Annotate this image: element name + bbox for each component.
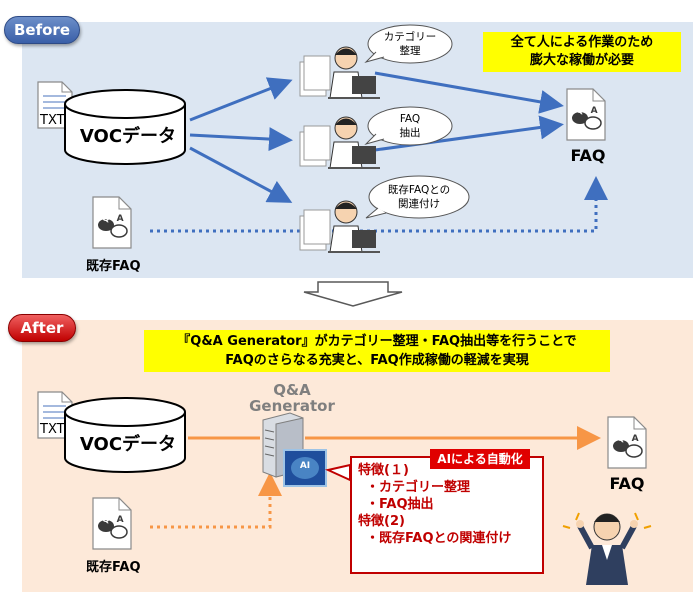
arrow-to-worker-3 bbox=[189, 146, 293, 203]
after-tag: After bbox=[8, 314, 76, 342]
faq-label: FAQ bbox=[570, 146, 606, 165]
feature-1-item-1: ・カテゴリー整理 bbox=[366, 480, 471, 495]
bubble-1-line-1: カテゴリー bbox=[383, 31, 437, 43]
faq-qa-text: QA bbox=[569, 106, 608, 116]
feature-1-item-2: ・FAQ抽出 bbox=[366, 497, 434, 512]
bubble-2-line-1: FAQ bbox=[399, 113, 421, 125]
existing-faq-label: 既存FAQ bbox=[86, 259, 141, 274]
faq-after-qa-text: QA bbox=[610, 434, 649, 444]
transition-arrow-icon bbox=[303, 281, 403, 307]
dotted-arrow-existing-faq-after bbox=[150, 472, 282, 529]
feature-2-heading: 特徴(2) bbox=[358, 514, 405, 529]
worker-illustration-1 bbox=[299, 46, 380, 99]
bubble-1-line-2: 整理 bbox=[399, 45, 421, 57]
product-name-line-2: Generator bbox=[249, 397, 335, 415]
voc-database-icon-after bbox=[64, 397, 186, 473]
faq-label-after: FAQ bbox=[609, 474, 645, 493]
speech-bubble-2 bbox=[364, 106, 453, 146]
bubble-1-text: カテゴリー 整理 bbox=[370, 30, 450, 58]
txt-label: TXT bbox=[40, 113, 65, 128]
txt-label-after: TXT bbox=[40, 422, 65, 437]
arrow-to-worker-2 bbox=[189, 127, 293, 152]
voc-database-icon bbox=[64, 89, 186, 165]
after-headline-line-1: 『Q&A Generator』がカテゴリー整理・FAQ抽出等を行うことで bbox=[177, 334, 577, 349]
before-tag: Before bbox=[4, 16, 80, 44]
voc-data-label: VOCデータ bbox=[79, 126, 177, 147]
dotted-arrow-existing-faq bbox=[150, 176, 608, 233]
existing-faq-after-qa-text: QA bbox=[95, 515, 134, 525]
txt-document-icon bbox=[37, 81, 73, 129]
before-headline-line-2: 膨大な稼働が必要 bbox=[529, 53, 634, 68]
faq-document-icon bbox=[566, 88, 606, 141]
ai-automation-badge: AIによる自動化 bbox=[430, 449, 530, 469]
existing-faq-after-q-letter: Q bbox=[102, 515, 117, 525]
bubble-3-line-1: 既存FAQとの bbox=[387, 184, 451, 196]
bubble-2-text: FAQ 抽出 bbox=[370, 112, 450, 140]
faq-after-q-letter: Q bbox=[617, 434, 632, 444]
worker-illustration-2 bbox=[299, 116, 380, 169]
arrow-worker-2-faq bbox=[374, 115, 564, 152]
before-headline-line-1: 全て人による作業のため bbox=[510, 35, 654, 50]
existing-faq-qa-text: QA bbox=[95, 214, 134, 224]
after-headline-line-2: FAQのさらなる充実と、FAQ作成稼働の軽減を実現 bbox=[225, 353, 529, 368]
feature-1-heading: 特徴(１) bbox=[358, 463, 409, 478]
voc-data-label-after: VOCデータ bbox=[79, 434, 177, 455]
faq-document-icon-after bbox=[607, 416, 647, 469]
bubble-2-line-2: 抽出 bbox=[399, 127, 421, 139]
features-callout bbox=[350, 456, 544, 574]
features-list: 特徴(１) ・カテゴリー整理 ・FAQ抽出 特徴(2) ・既存FAQとの関連付け bbox=[358, 462, 511, 547]
product-name-line-1: Q&A bbox=[273, 381, 311, 399]
existing-faq-label-after: 既存FAQ bbox=[86, 560, 141, 575]
after-headline: 『Q&A Generator』がカテゴリー整理・FAQ抽出等を行うことで FAQ… bbox=[144, 330, 610, 372]
before-headline: 全て人による作業のため 膨大な稼働が必要 bbox=[483, 32, 681, 72]
worker-illustration-3 bbox=[299, 200, 380, 253]
faq-a-letter: A bbox=[590, 106, 605, 116]
speech-bubble-3 bbox=[365, 175, 470, 219]
existing-faq-a-letter: A bbox=[116, 214, 131, 224]
bubble-3-text: 既存FAQとの 関連付け bbox=[369, 183, 469, 211]
callout-pointer bbox=[324, 463, 351, 482]
existing-faq-document-icon-after bbox=[92, 497, 132, 550]
speech-bubble-1 bbox=[364, 24, 453, 64]
bubble-3-line-2: 関連付け bbox=[398, 198, 440, 210]
arrow-to-worker-1 bbox=[189, 77, 293, 122]
faq-q-letter: Q bbox=[576, 106, 591, 116]
arrow-worker-1-faq bbox=[374, 71, 564, 114]
existing-faq-after-a-letter: A bbox=[116, 515, 131, 525]
faq-after-a-letter: A bbox=[631, 434, 646, 444]
product-name: Q&A Generator bbox=[232, 382, 352, 414]
ai-chip-icon bbox=[283, 449, 327, 487]
ai-chip-label: AI bbox=[299, 461, 311, 471]
existing-faq-document-icon bbox=[92, 196, 132, 249]
happy-person-icon bbox=[562, 512, 652, 585]
existing-faq-q-letter: Q bbox=[102, 214, 117, 224]
feature-2-item-1: ・既存FAQとの関連付け bbox=[366, 531, 512, 546]
